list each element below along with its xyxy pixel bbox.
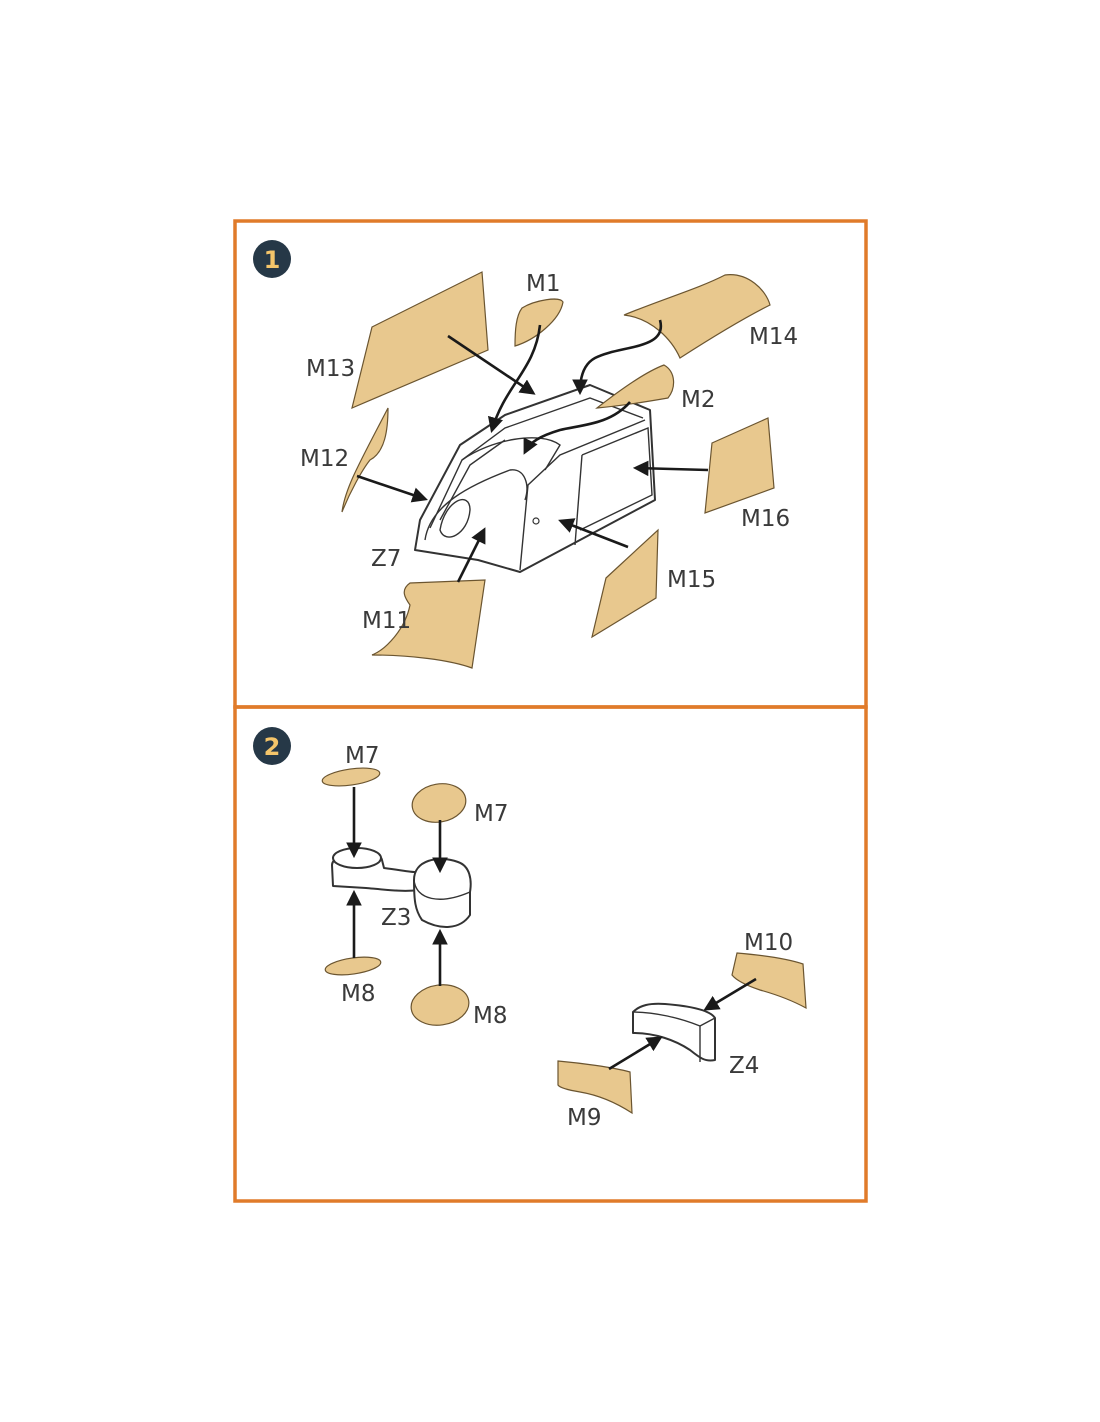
mask-m7-left-shape — [321, 767, 381, 787]
mask-m12-shape — [341, 407, 389, 513]
label-z3: Z3 — [381, 905, 411, 931]
label-m7-left: M7 — [345, 743, 379, 769]
label-z4: Z4 — [729, 1053, 759, 1079]
step-2-frame — [233, 705, 868, 1203]
part-z3 — [331, 847, 472, 928]
arrow-m11 — [456, 527, 486, 583]
mask-m1-shape — [514, 298, 564, 347]
mask-m14-shape — [623, 274, 771, 359]
label-m8-right: M8 — [473, 1003, 507, 1029]
step-1-badge — [253, 240, 291, 278]
step-1-panel: 1 M1 M13 — [233, 219, 868, 709]
label-m16: M16 — [741, 506, 790, 532]
mask-m9-shape — [557, 1060, 633, 1115]
mask-m11-shape — [371, 579, 486, 669]
mask-m2-shape — [595, 364, 675, 409]
label-m1: M1 — [526, 271, 560, 297]
label-z7: Z7 — [371, 546, 401, 572]
mask-m16-shape — [704, 417, 775, 514]
arrow-m15 — [558, 518, 629, 549]
label-m14: M14 — [749, 324, 798, 350]
arrow-m13 — [447, 334, 536, 395]
label-m12: M12 — [300, 446, 349, 472]
arrow-m2 — [523, 401, 631, 455]
label-m13: M13 — [306, 356, 355, 382]
mask-m7-right-shape — [411, 783, 467, 823]
mask-m13-shape — [351, 271, 489, 410]
arrow-m12 — [356, 474, 428, 503]
label-m2: M2 — [681, 387, 715, 413]
arrow-m14 — [572, 319, 663, 396]
label-m15: M15 — [667, 567, 716, 593]
label-m11: M11 — [362, 608, 411, 634]
label-m8-left: M8 — [341, 981, 375, 1007]
label-m10: M10 — [744, 930, 793, 956]
mask-m10-shape — [731, 952, 807, 1010]
step-2-panel: 2 M7 M7 Z3 M8 M8 — [233, 705, 868, 1203]
canopy-part-z7 — [414, 384, 656, 573]
label-m7-right: M7 — [474, 801, 508, 827]
arrow-m16 — [632, 460, 709, 477]
mask-m8-left-shape — [324, 956, 382, 976]
mask-m8-right-shape — [410, 984, 470, 1026]
arrow-m1 — [487, 324, 542, 433]
step-2-badge — [253, 727, 291, 765]
arrow-m10 — [703, 977, 757, 1011]
mask-m15-shape — [591, 528, 659, 639]
step-2-number: 2 — [264, 733, 281, 761]
arrow-m9 — [608, 1036, 663, 1071]
step-1-number: 1 — [264, 246, 281, 274]
part-z4 — [632, 1002, 716, 1062]
label-m9: M9 — [567, 1105, 601, 1131]
